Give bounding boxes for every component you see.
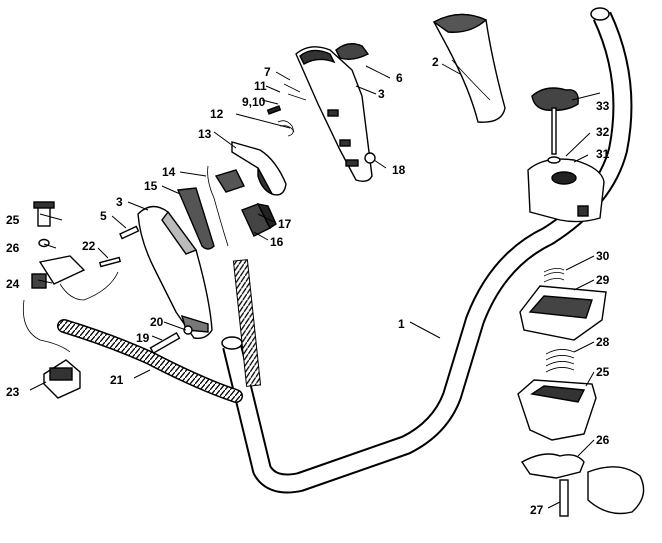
callout-33: 33 xyxy=(596,99,610,113)
callout-25: 25 xyxy=(596,365,610,379)
screw-17-18 xyxy=(149,325,193,355)
callout-13: 15 xyxy=(144,179,158,193)
callout-30: 30 xyxy=(596,249,610,263)
callout-31: 31 xyxy=(596,147,610,161)
callout-22: 24 xyxy=(6,277,20,291)
callout-3-lower: 3 xyxy=(116,195,123,209)
switch-14-15 xyxy=(241,203,277,237)
callout-11: 13 xyxy=(198,127,212,141)
callout-19: 21 xyxy=(110,373,124,387)
spring-and-lever-12-13 xyxy=(176,165,245,250)
handlebar-tube xyxy=(221,7,633,494)
callout-6: 7 xyxy=(264,65,271,79)
cable-coil-19 xyxy=(57,319,243,403)
callout-14: 16 xyxy=(270,235,284,249)
clamp-upper-31 xyxy=(527,158,605,223)
throttle-lever-11 xyxy=(231,141,287,196)
callout-18: 20 xyxy=(150,315,164,329)
callout-1: 1 xyxy=(398,317,405,331)
callout-labels: 2 6 3 7 11 9,10 12 13 18 14 15 3 17 16 5… xyxy=(6,55,610,517)
callout-27: 27 xyxy=(530,503,544,517)
callout-20: 22 xyxy=(82,239,96,253)
screw-4 xyxy=(119,225,140,240)
callout-3-upper: 3 xyxy=(378,87,385,101)
callout-15: 17 xyxy=(278,217,292,231)
callout-2: 2 xyxy=(432,55,439,69)
callout-12: 14 xyxy=(162,165,176,179)
callout-7: 9,10 xyxy=(242,95,266,109)
callout-4: 5 xyxy=(100,209,107,223)
clamp-assembly-lower xyxy=(517,268,645,517)
leader-lines xyxy=(29,63,601,509)
callout-23: 25 xyxy=(6,213,20,227)
callout-8: 11 xyxy=(254,79,267,93)
handle-housing-upper xyxy=(266,43,376,183)
callout-17: 19 xyxy=(136,331,150,345)
callout-29: 29 xyxy=(596,273,610,287)
callout-26: 26 xyxy=(596,433,610,447)
handle-shell-lower xyxy=(137,205,213,340)
callout-5: 6 xyxy=(396,71,403,85)
callout-21: 23 xyxy=(6,385,20,399)
callout-24: 26 xyxy=(6,241,20,255)
wiring-bracket-22 xyxy=(22,201,122,353)
connector-21 xyxy=(43,359,81,399)
cable-coil-vertical xyxy=(232,259,262,387)
callout-9-10: 12 xyxy=(210,107,224,121)
star-knob-33 xyxy=(531,87,579,164)
callout-32: 32 xyxy=(596,125,610,139)
grip-2 xyxy=(432,13,506,123)
callout-16: 18 xyxy=(392,163,406,177)
callout-28: 28 xyxy=(596,335,610,349)
